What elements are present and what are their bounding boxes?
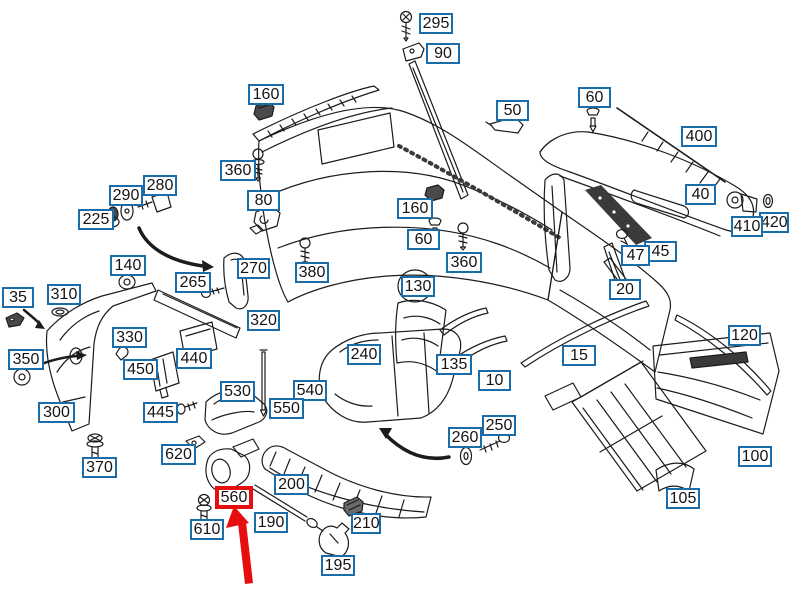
part-label-260[interactable]: 260 — [448, 427, 482, 448]
part-label-250[interactable]: 250 — [482, 415, 516, 436]
part-label-330[interactable]: 330 — [112, 327, 147, 348]
part-label-300[interactable]: 300 — [38, 402, 75, 423]
part-label-200[interactable]: 200 — [274, 474, 309, 495]
leader-arrow-240 — [379, 428, 451, 460]
part-label-60[interactable]: 60 — [407, 229, 440, 250]
clip-sketch-35 — [5, 312, 25, 328]
part-label-360[interactable]: 360 — [446, 252, 482, 273]
part-label-550[interactable]: 550 — [269, 398, 304, 419]
part-label-270[interactable]: 270 — [237, 258, 270, 279]
part-label-80[interactable]: 80 — [247, 190, 280, 211]
part-label-360[interactable]: 360 — [220, 160, 256, 181]
screw-sketch-370 — [86, 433, 104, 473]
part-label-380[interactable]: 380 — [295, 262, 329, 283]
part-label-140[interactable]: 140 — [110, 255, 146, 276]
part-label-195[interactable]: 195 — [321, 555, 355, 576]
plate-sketch-90 — [402, 42, 425, 62]
absorber-sketch-240 — [318, 328, 462, 423]
parktronic-sensor-sketch-410 — [726, 191, 758, 213]
part-label-35[interactable]: 35 — [2, 287, 34, 308]
part-label-160[interactable]: 160 — [397, 198, 433, 219]
part-label-130[interactable]: 130 — [401, 276, 435, 297]
part-label-280[interactable]: 280 — [143, 175, 177, 196]
part-label-120[interactable]: 120 — [728, 325, 761, 346]
part-label-610[interactable]: 610 — [190, 519, 224, 540]
crossmember-sketch-105 — [544, 360, 707, 492]
part-label-160[interactable]: 160 — [248, 84, 284, 105]
clip-sketch-195 — [318, 522, 350, 558]
part-label-135[interactable]: 135 — [436, 354, 472, 375]
screw-sketch-360-mid — [457, 222, 469, 251]
part-label-100[interactable]: 100 — [738, 446, 772, 467]
part-label-90[interactable]: 90 — [426, 43, 460, 64]
part-label-370[interactable]: 370 — [82, 457, 117, 478]
part-label-240[interactable]: 240 — [347, 344, 381, 365]
part-label-420[interactable]: 420 — [759, 212, 789, 233]
part-label-295[interactable]: 295 — [419, 13, 453, 34]
leader-arrow-35 — [22, 308, 45, 329]
part-label-47[interactable]: 47 — [621, 245, 650, 266]
part-label-440[interactable]: 440 — [176, 348, 212, 369]
part-label-290[interactable]: 290 — [109, 185, 143, 206]
part-label-15[interactable]: 15 — [562, 345, 596, 366]
part-label-40[interactable]: 40 — [685, 184, 716, 205]
part-label-210[interactable]: 210 — [351, 513, 381, 534]
rod-sketch-190 — [252, 484, 324, 532]
screw-sketch-295 — [399, 10, 413, 42]
part-label-190[interactable]: 190 — [254, 512, 288, 533]
part-label-20[interactable]: 20 — [609, 279, 641, 300]
trim-strip-sketch — [408, 60, 469, 200]
part-label-620[interactable]: 620 — [161, 444, 196, 465]
part-label-10[interactable]: 10 — [478, 370, 511, 391]
screw-sketch-380 — [299, 237, 311, 266]
part-label-320[interactable]: 320 — [247, 310, 280, 331]
part-label-400[interactable]: 400 — [681, 126, 717, 147]
rubbing-strip-sketch-400 — [616, 107, 726, 192]
part-label-60[interactable]: 60 — [578, 87, 611, 108]
block-sketch-210 — [343, 496, 364, 517]
sensor-ring-sketch-420 — [762, 193, 774, 209]
part-label-310[interactable]: 310 — [47, 284, 81, 305]
part-label-450[interactable]: 450 — [123, 359, 158, 380]
part-label-105[interactable]: 105 — [666, 488, 700, 509]
part-label-225[interactable]: 225 — [78, 209, 114, 230]
screw-sketch-610 — [196, 493, 212, 533]
part-label-350[interactable]: 350 — [8, 349, 44, 370]
rail-sketch-320 — [153, 289, 241, 339]
part-label-530[interactable]: 530 — [220, 381, 255, 402]
clip-sketch-160-mid — [424, 184, 445, 202]
part-label-highlighted-560[interactable]: 560 — [215, 486, 253, 509]
part-label-410[interactable]: 410 — [731, 216, 763, 237]
highlight-arrow — [226, 506, 253, 584]
pin-sketch-60-right — [586, 107, 600, 133]
strip-sketch-120 — [674, 314, 772, 396]
part-label-265[interactable]: 265 — [175, 272, 211, 293]
sensor-housing-sketch-560 — [205, 438, 260, 494]
strip-sketch-15 — [520, 300, 650, 368]
part-label-50[interactable]: 50 — [496, 100, 529, 121]
rod-sketch-540-550 — [259, 349, 268, 417]
part-label-445[interactable]: 445 — [143, 402, 178, 423]
leader-arrow-225 — [137, 226, 214, 272]
bumper-shell-sketch — [252, 85, 571, 303]
part-label-540[interactable]: 540 — [293, 380, 327, 401]
